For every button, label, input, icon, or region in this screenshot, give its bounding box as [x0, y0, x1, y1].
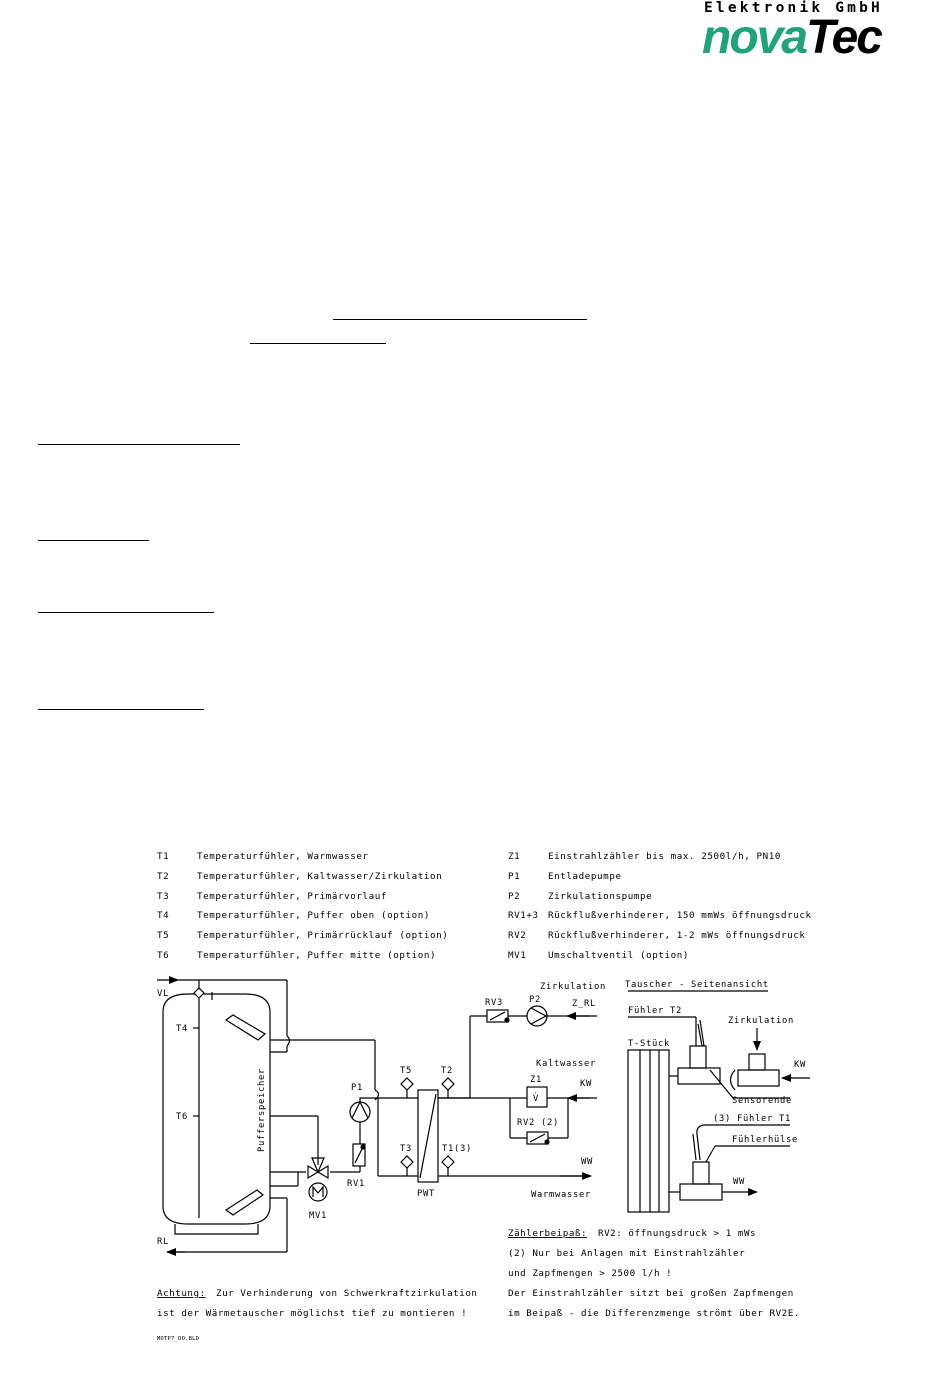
label-fuehlerhuelse: Fühlerhülse [732, 1135, 798, 1145]
legend-left: T1 Temperaturfühler, Warmwasser T2 Tempe… [157, 851, 448, 961]
label-ww: WW [581, 1157, 593, 1167]
legend-text: Temperaturfühler, Kaltwasser/Zirkulation [197, 871, 442, 882]
file-reference: MOTP7_DO.BLD [157, 1336, 199, 1342]
label-p1: P1 [351, 1083, 363, 1093]
label-zirkulation: Zirkulation [540, 982, 606, 992]
plate-heat-exchanger [417, 1089, 439, 1183]
legend-code: RV2 [508, 930, 526, 941]
legend-right: Z1 Einstrahlzähler bis max. 2500l/h, PN1… [508, 851, 812, 961]
legend-text: Temperaturfühler, Primärvorlauf [197, 891, 387, 902]
heading-rule-3 [38, 444, 240, 445]
note-bypass-label: Zählerbeipaß: [508, 1228, 587, 1239]
label-fuehler-t1: (3) Fühler T1 [713, 1114, 791, 1124]
legend-text: Temperaturfühler, Puffer oben (option) [197, 910, 430, 921]
legend-text: Entladepumpe [548, 871, 622, 882]
diagram-labels: VL RL T4 T6 Pufferspeicher P1 RV1 MV1 T5… [157, 980, 806, 1247]
note-line2: (2) Nur bei Anlagen mit Einstrahlzähler [508, 1248, 745, 1259]
legend-code: P2 [508, 891, 520, 902]
label-z1: Z1 [530, 1075, 542, 1085]
heading-rule-4 [38, 540, 149, 541]
logo-brand-tec: Tec [806, 11, 883, 64]
label-side-view-title: Tauscher - Seitenansicht [625, 980, 769, 990]
note-line5: im Beipaß - die Differenzmenge strömt üb… [508, 1308, 800, 1319]
legend-code: P1 [508, 871, 520, 882]
check-valve-rv1 [352, 1143, 366, 1167]
label-t-stueck: T-Stück [628, 1039, 670, 1049]
label-tank: Pufferspeicher [257, 1068, 267, 1152]
legend-code: T1 [157, 851, 169, 862]
legend-code: T5 [157, 930, 169, 941]
legend-text: Rückflußverhinderer, 1-2 mWs öffnungsdru… [548, 930, 806, 941]
label-rv1: RV1 [347, 1179, 365, 1189]
label-mv1: MV1 [309, 1211, 327, 1221]
label-vl: VL [157, 989, 169, 999]
label-side-kw: KW [794, 1060, 806, 1070]
label-pwt: PWT [417, 1189, 435, 1199]
logo-company-text: Elektronik GmbH [704, 0, 883, 16]
legend-text: Temperaturfühler, Warmwasser [197, 851, 369, 862]
label-rv3: RV3 [485, 998, 503, 1008]
legend-code: Z1 [508, 851, 520, 862]
hydraulic-diagram [157, 976, 810, 1256]
label-t5: T5 [400, 1066, 412, 1076]
heading-rule-2 [250, 343, 386, 344]
logo-brand-nova: nova [702, 11, 808, 64]
note-achtung-text: Zur Verhinderung von Schwerkraftzirkulat… [216, 1288, 478, 1299]
label-kw: KW [580, 1079, 592, 1089]
label-t2: T2 [441, 1066, 453, 1076]
label-rl: RL [157, 1237, 169, 1247]
legend-text: Temperaturfühler, Primärrücklauf (option… [197, 930, 448, 941]
legend-code: T4 [157, 910, 169, 921]
exchanger-side-view [627, 1049, 670, 1213]
legend-text: Zirkulationspumpe [548, 891, 652, 902]
note-line3: und Zapfmengen > 2500 l/h ! [508, 1268, 672, 1279]
label-warmwasser: Warmwasser [531, 1190, 591, 1200]
legend-text: Rückflußverhinderer, 150 mmWs öffnungsdr… [548, 910, 812, 921]
legend-text: Einstrahlzähler bis max. 2500l/h, PN10 [548, 851, 781, 862]
label-side-zirkulation: Zirkulation [728, 1016, 794, 1026]
novatec-logo: Elektronik GmbH novaTec [702, 0, 917, 62]
label-t6: T6 [176, 1112, 188, 1122]
legend-code: MV1 [508, 950, 526, 961]
note-achtung-line2: ist der Wärmetauscher möglichst tief zu … [157, 1308, 467, 1319]
legend-text: Umschaltventil (option) [548, 950, 689, 961]
label-rv2: RV2 (2) [517, 1118, 559, 1128]
note-line4: Der Einstrahlzähler sitzt bei großen Zap… [508, 1288, 794, 1299]
heading-rule-1 [333, 319, 587, 320]
label-vdot: V̇ [533, 1092, 539, 1104]
heading-rule-5 [38, 612, 214, 613]
label-fuehler-t2: Fühler T2 [628, 1006, 682, 1016]
legend-code: T6 [157, 950, 169, 961]
label-p2: P2 [529, 995, 541, 1005]
pump-p2-icon [526, 1005, 548, 1027]
label-z-rl: Z_RL [572, 999, 596, 1009]
note-bypass-text: RV2: öffnungsdruck > 1 mWs [598, 1228, 756, 1239]
label-t1: T1(3) [442, 1144, 472, 1154]
tank-foot [174, 1224, 259, 1235]
legend-code: RV1+3 [508, 910, 539, 921]
label-side-ww: WW [733, 1177, 745, 1187]
label-t3: T3 [400, 1144, 412, 1154]
label-t4: T4 [176, 1024, 188, 1034]
heading-rule-6 [38, 709, 204, 710]
legend-code: T3 [157, 891, 169, 902]
legend-code: T2 [157, 871, 169, 882]
buffer-tank [162, 993, 271, 1225]
vl-sensor-icon [193, 987, 205, 999]
label-kaltwasser: Kaltwasser [536, 1059, 596, 1069]
legend-text: Temperaturfühler, Puffer mitte (option) [197, 950, 436, 961]
label-sensorende: Sensorende [732, 1096, 792, 1106]
logo-brand: novaTec [702, 11, 883, 64]
pump-p1-icon [349, 1101, 371, 1123]
notes: Zählerbeipaß: RV2: öffnungsdruck > 1 mWs… [157, 1228, 800, 1342]
note-achtung-label: Achtung: [157, 1288, 206, 1299]
meter-z1 [526, 1086, 548, 1108]
